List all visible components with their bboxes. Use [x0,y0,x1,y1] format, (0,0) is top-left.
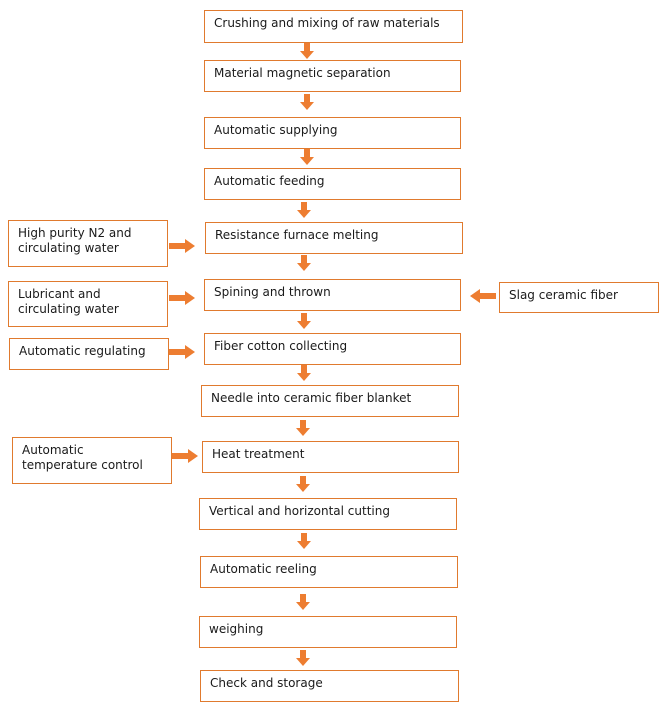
input-auto-temp-control: Automatic temperature control [12,437,172,484]
step-check-storage: Check and storage [200,670,459,702]
step-fiber-cotton-collecting: Fiber cotton collecting [204,333,461,365]
input-label: High purity N2 and circulating water [18,226,132,255]
down-arrow [300,43,314,59]
down-arrow [297,313,311,329]
step-automatic-supplying: Automatic supplying [204,117,461,149]
input-slag-fiber: Slag ceramic fiber [499,282,659,313]
step-automatic-reeling: Automatic reeling [200,556,458,588]
right-arrow [172,449,198,463]
step-spining-thrown: Spining and thrown [204,279,461,311]
input-label: Slag ceramic fiber [509,288,618,302]
step-label: Spining and thrown [214,285,331,299]
step-label: Needle into ceramic fiber blanket [211,391,412,405]
step-label: Fiber cotton collecting [214,339,348,353]
step-cutting: Vertical and horizontal cutting [199,498,457,530]
step-label: Check and storage [210,676,323,690]
down-arrow [297,255,311,271]
left-arrow [470,289,496,303]
step-label: Automatic supplying [214,123,338,137]
down-arrow [296,476,310,492]
step-label: Vertical and horizontal cutting [209,504,390,518]
step-label: Crushing and mixing of raw materials [214,16,440,30]
down-arrow [296,420,310,436]
input-label: Automatic regulating [19,344,146,358]
step-weighing: weighing [199,616,457,648]
input-auto-regulating: Automatic regulating [9,338,169,370]
step-heat-treatment: Heat treatment [202,441,459,473]
input-label: Lubricant and circulating water [18,287,119,316]
down-arrow [296,594,310,610]
right-arrow [169,291,195,305]
right-arrow [169,239,195,253]
step-label: Material magnetic separation [214,66,391,80]
step-label: Automatic reeling [210,562,317,576]
down-arrow [300,94,314,110]
step-furnace-melting: Resistance furnace melting [205,222,463,254]
step-label: Resistance furnace melting [215,228,379,242]
down-arrow [297,533,311,549]
step-label: weighing [209,622,264,636]
step-crushing-mixing: Crushing and mixing of raw materials [204,10,463,43]
down-arrow [297,202,311,218]
step-label: Heat treatment [212,447,305,461]
step-magnetic-separation: Material magnetic separation [204,60,461,92]
down-arrow [296,650,310,666]
step-automatic-feeding: Automatic feeding [204,168,461,200]
down-arrow [297,365,311,381]
input-lubricant-water: Lubricant and circulating water [8,281,168,327]
down-arrow [300,149,314,165]
input-label: Automatic temperature control [22,443,143,472]
step-label: Automatic feeding [214,174,325,188]
right-arrow [169,345,195,359]
input-n2-water: High purity N2 and circulating water [8,220,168,267]
step-needle-blanket: Needle into ceramic fiber blanket [201,385,459,417]
